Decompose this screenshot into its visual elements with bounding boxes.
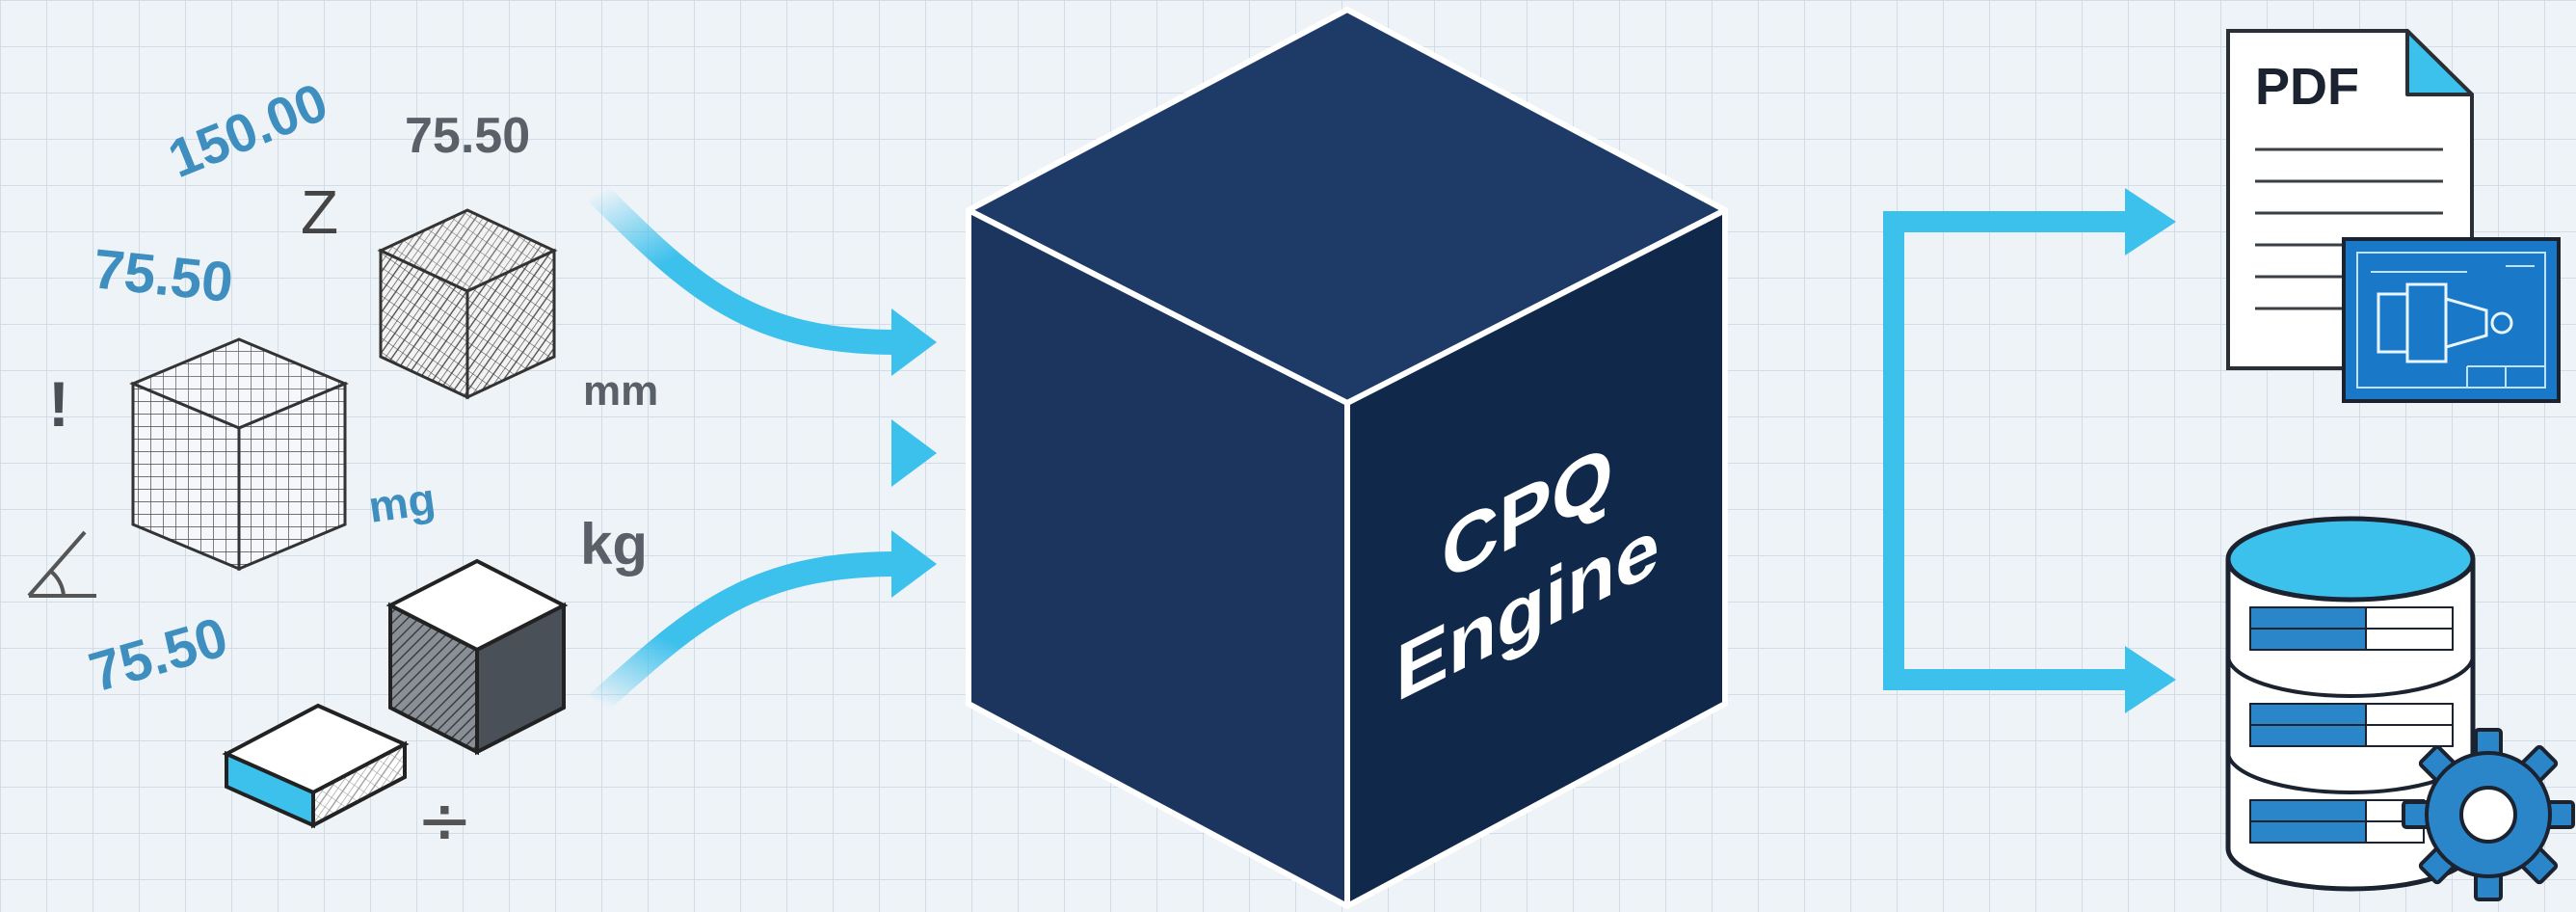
- input-symbols: Z ! ÷: [48, 177, 473, 860]
- symbol-exclamation: !: [48, 368, 69, 440]
- symbol-z: Z: [301, 177, 338, 247]
- unit-label-kg: kg: [580, 512, 648, 577]
- output-arrows: [1759, 188, 2176, 713]
- crosshatch-cube-icon: [377, 208, 558, 400]
- number-label-2: 75.50: [405, 108, 530, 164]
- solid-cube-icon: [385, 558, 569, 756]
- cpq-engine-cube: CPQ Engine: [966, 7, 1728, 909]
- angle-icon: [27, 530, 96, 598]
- mesh-cube-large-icon: [129, 337, 349, 572]
- slab-icon: [222, 703, 410, 829]
- input-units: mm kg mg: [365, 367, 658, 577]
- unit-label-mm: mm: [583, 367, 658, 415]
- symbol-divide: ÷: [416, 781, 473, 860]
- input-arrows: [453, 183, 937, 713]
- gear-icon: [2402, 728, 2575, 901]
- pdf-label: PDF: [2255, 58, 2359, 116]
- input-arrow-bottom: [589, 551, 897, 713]
- unit-label-mg: mg: [365, 473, 438, 532]
- number-label-3: 75.50: [91, 237, 236, 314]
- cube-right-face: [1344, 207, 1728, 909]
- blueprint-drawing-icon: [2342, 237, 2561, 403]
- input-arrow-top: [588, 183, 897, 355]
